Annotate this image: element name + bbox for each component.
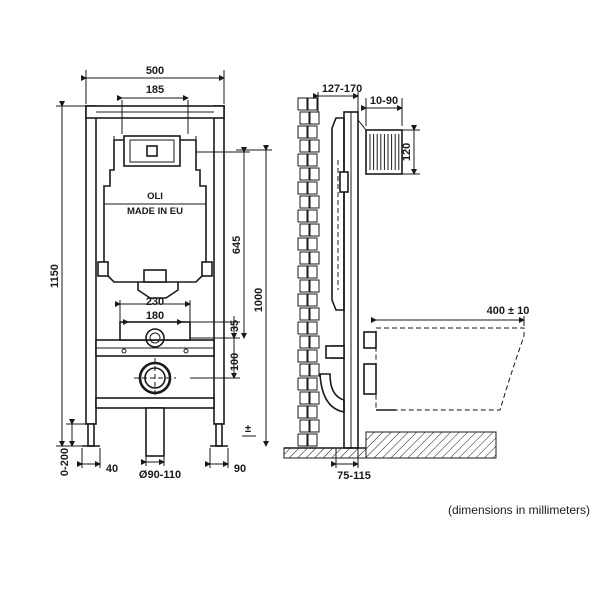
brick <box>307 349 318 363</box>
brick <box>299 279 310 293</box>
brick <box>299 223 310 237</box>
dim-foot-right: 90 <box>234 463 246 475</box>
dim-top-plate: 185 <box>146 84 164 96</box>
brick <box>309 307 320 321</box>
brick <box>299 139 310 153</box>
drain-pipe <box>145 407 165 457</box>
brick <box>299 391 310 405</box>
brick <box>299 111 310 125</box>
right-leg <box>215 423 223 447</box>
dim-drain-diameter: Ø90-110 <box>139 469 181 481</box>
brick <box>307 209 318 223</box>
left-leg <box>87 423 95 447</box>
dim-leg-adjust: 0-200 <box>59 448 71 476</box>
brick <box>297 377 308 391</box>
brick <box>309 223 320 237</box>
brick <box>297 209 308 223</box>
brick <box>299 335 310 349</box>
brand-name: OLI <box>147 191 163 202</box>
dim-foot-left: 40 <box>106 463 118 475</box>
brick <box>309 419 320 433</box>
dim-inner-bolts: 180 <box>146 310 164 322</box>
dim-button-depth: 10-90 <box>370 95 398 107</box>
brick <box>307 125 318 139</box>
dim-button-height: 120 <box>401 143 413 161</box>
flush-plate <box>123 135 181 167</box>
brick <box>297 405 308 419</box>
frame-left-upright <box>85 105 97 425</box>
brick <box>309 111 320 125</box>
brick <box>299 419 310 433</box>
brick <box>297 433 308 447</box>
brick <box>297 237 308 251</box>
brick <box>309 195 320 209</box>
brick <box>307 321 318 335</box>
brick <box>299 195 310 209</box>
brick <box>297 293 308 307</box>
brick <box>307 181 318 195</box>
dim-bottom-offset: 75-115 <box>337 470 371 482</box>
dim-outer-bolts: 230 <box>146 296 164 308</box>
side-cistern <box>331 117 345 311</box>
brick <box>297 265 308 279</box>
brick <box>307 293 318 307</box>
dim-wall-offset: 127-170 <box>322 83 362 95</box>
brick <box>307 153 318 167</box>
floor-bowl-side <box>365 431 497 459</box>
dim-bolt-offset: 35 <box>229 320 241 332</box>
units-footnote: (dimensions in millimeters) <box>448 503 590 517</box>
brick <box>297 125 308 139</box>
brick <box>297 97 308 111</box>
toilet-bowl <box>375 327 525 411</box>
brick-wall <box>297 97 320 447</box>
dim-outlet-spacing: 100 <box>229 353 241 371</box>
brick <box>307 405 318 419</box>
dim-inlet-height: 1000 <box>253 288 265 312</box>
floor-slab <box>283 447 367 459</box>
brick <box>307 377 318 391</box>
brick <box>307 97 318 111</box>
brick <box>307 433 318 447</box>
brick <box>299 167 310 181</box>
dim-width-total: 500 <box>146 65 164 77</box>
brick <box>309 167 320 181</box>
brick <box>307 265 318 279</box>
brick <box>297 321 308 335</box>
frame-right-upright <box>213 105 225 425</box>
brick <box>299 251 310 265</box>
inlet-circle <box>145 328 165 348</box>
brick <box>309 139 320 153</box>
brick <box>297 349 308 363</box>
dim-plate-height: 645 <box>231 236 243 254</box>
dim-bowl-projection: 400 ± 10 <box>487 305 530 317</box>
front-view: OLI MADE IN EU 500 185 1150 <box>49 65 272 481</box>
brick <box>299 307 310 321</box>
bolt-plate <box>119 321 191 341</box>
dim-height-total: 1150 <box>49 264 61 288</box>
brick <box>309 363 320 377</box>
brick <box>309 251 320 265</box>
side-view: 127-170 10-90 120 400 ± 10 75-115 <box>283 83 530 482</box>
brick <box>309 335 320 349</box>
brick <box>307 237 318 251</box>
brick <box>297 181 308 195</box>
brick <box>309 391 320 405</box>
frame-bottom-rail <box>95 397 215 409</box>
brand-origin: MADE IN EU <box>127 206 183 217</box>
flush-button-icon <box>146 145 158 157</box>
floor-symbol: ± <box>245 423 251 435</box>
brick <box>299 363 310 377</box>
brick <box>309 279 320 293</box>
brick <box>297 153 308 167</box>
